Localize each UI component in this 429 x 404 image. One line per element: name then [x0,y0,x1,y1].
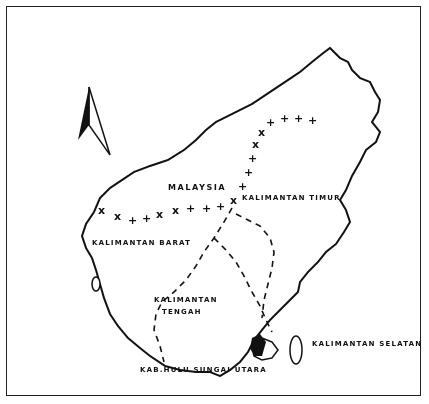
svg-text:x: x [156,208,163,221]
label-kalimantan-selatan: KALIMANTAN SELATAN [312,340,422,348]
label-malaysia: MALAYSIA [168,183,226,192]
svg-text:+: + [216,200,225,213]
label-kalimantan-tengah-line1: KALIMANTAN [154,296,218,304]
svg-text:x: x [252,138,259,151]
svg-text:+: + [244,166,253,179]
island-west [91,276,101,292]
svg-text:+: + [266,116,275,129]
svg-text:+: + [202,202,211,215]
label-kalimantan-barat: KALIMANTAN BARAT [92,239,191,247]
label-kalimantan-timur: KALIMANTAN TIMUR [242,194,341,202]
svg-text:x: x [230,194,237,207]
kabupaten-hsu-area [250,334,266,356]
svg-text:+: + [186,202,195,215]
svg-text:+: + [238,180,247,193]
label-kabupaten-hsu: KAB.HULU SUNGAI UTARA [140,366,267,374]
svg-text:x: x [98,204,105,217]
north-arrow-icon [78,86,111,156]
svg-text:x: x [114,210,121,223]
label-kalimantan-tengah-line2: TENGAH [162,308,202,316]
svg-text:x: x [258,126,265,139]
borneo-island-outline [80,46,382,378]
international-border: x x + + x x + + + x + + + x x + + + + [98,112,317,227]
svg-text:+: + [142,212,151,225]
svg-text:+: + [280,112,289,125]
svg-text:+: + [128,214,137,227]
island-southeast [289,335,303,365]
svg-text:+: + [294,112,303,125]
svg-text:x: x [172,204,179,217]
province-borders [153,207,275,363]
svg-text:+: + [308,114,317,127]
svg-text:+: + [248,152,257,165]
